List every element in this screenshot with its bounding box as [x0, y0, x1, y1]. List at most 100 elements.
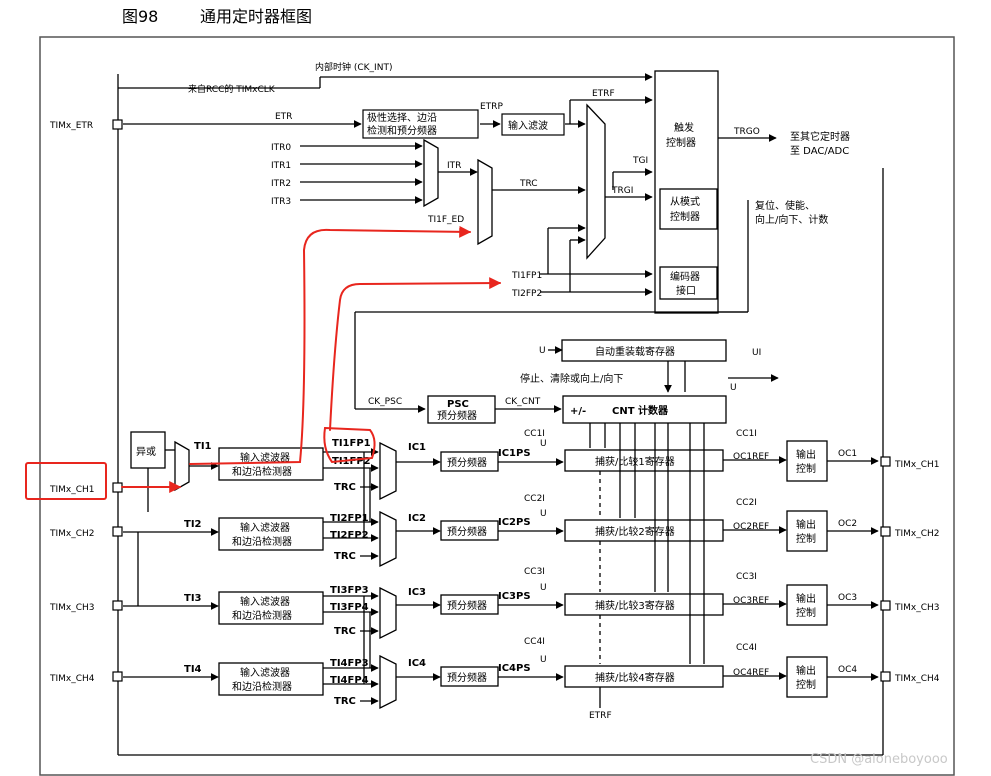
- ti1fp1-top-signal: TI1FP1: [511, 271, 542, 281]
- arr-register-label: 自动重装载寄存器: [595, 345, 675, 358]
- figure-number: 图98: [122, 7, 158, 26]
- ch1-highlight-box: [25, 462, 107, 500]
- oc1-signal: OC1: [838, 449, 857, 459]
- ti4fp4-signal: TI4FP4: [330, 675, 369, 686]
- ch1-in-pin: [112, 482, 123, 493]
- ch1-prescaler-label: 预分频器: [447, 456, 487, 469]
- ti2fp1-signal: TI2FP1: [330, 513, 369, 524]
- input-filter-label: 输入滤波: [508, 119, 548, 132]
- itr3-signal: ITR3: [271, 197, 291, 207]
- ch2-prescaler-label: 预分频器: [447, 525, 487, 538]
- trc3-signal: TRC: [334, 626, 356, 637]
- xor-label: 异或: [136, 446, 156, 458]
- ti3-signal: TI3: [184, 593, 202, 604]
- ti1fp1-highlight: [323, 426, 376, 464]
- encoder-line2: 接口: [676, 284, 696, 297]
- cc4i-out-signal: CC4I: [736, 643, 757, 653]
- etrf-bottom-signal: ETRF: [589, 711, 612, 721]
- cc2i-out-signal: CC2I: [736, 498, 757, 508]
- ic3ps-signal: IC3PS: [498, 591, 531, 602]
- ch1-u-signal: U: [540, 439, 547, 449]
- oc1ref-signal: OC1REF: [733, 452, 769, 462]
- trc4-signal: TRC: [334, 696, 356, 707]
- cc2i-signal: CC2I: [524, 494, 545, 504]
- ch2-filter-line1: 输入滤波器: [240, 521, 290, 534]
- edge-detector-line1: 极性选择、边沿: [367, 111, 437, 124]
- ck-psc-signal: CK_PSC: [368, 397, 402, 407]
- ti1fp1-path: [329, 277, 502, 431]
- ti1-signal: TI1: [194, 441, 212, 452]
- ch4-u-signal: U: [540, 655, 547, 665]
- ch2-in-label: TIMx_CH2: [49, 529, 95, 539]
- ic4ps-signal: IC4PS: [498, 663, 531, 674]
- ch1-filter-line2: 和边沿检测器: [232, 465, 292, 478]
- ti2fp2-signal: TI2FP2: [330, 530, 369, 541]
- trigger-controller-line2: 控制器: [666, 136, 696, 149]
- ch1-out-label: TIMx_CH1: [894, 460, 940, 470]
- cc4-register-label: 捕获/比较4寄存器: [595, 671, 675, 684]
- itr2-signal: ITR2: [271, 179, 291, 189]
- etrf-signal: ETRF: [592, 89, 615, 99]
- ch4-in-pin: [112, 671, 123, 682]
- ic1-signal: IC1: [408, 442, 426, 453]
- ch1-out-pin: [880, 456, 891, 467]
- ti4fp3-signal: TI4FP3: [330, 658, 369, 669]
- ti1fp2-signal: TI1FP2: [332, 456, 371, 467]
- cc1-register-label: 捕获/比较1寄存器: [595, 455, 675, 468]
- trc2-signal: TRC: [334, 551, 356, 562]
- slave-modes-line2: 向上/向下、计数: [755, 213, 828, 226]
- ch3-u-signal: U: [540, 583, 547, 593]
- ch4-filter-line2: 和边沿检测器: [232, 680, 292, 693]
- itr-signal: ITR: [447, 161, 461, 171]
- oc2-signal: OC2: [838, 519, 857, 529]
- out-ctrl2-line1: 输出: [796, 518, 816, 531]
- counter-control-note: 停止、清除或向上/向下: [520, 372, 623, 385]
- ch2-u-signal: U: [540, 509, 547, 519]
- out-ctrl1-line2: 控制: [796, 462, 816, 475]
- itr1-signal: ITR1: [271, 161, 291, 171]
- oc3ref-signal: OC3REF: [733, 596, 769, 606]
- figure-title: 通用定时器框图: [200, 7, 312, 26]
- red-annotation: [25, 225, 502, 500]
- cc2-register-label: 捕获/比较2寄存器: [595, 525, 675, 538]
- cnt-updown-label: +/-: [570, 406, 586, 417]
- ch2-in-pin: [112, 526, 123, 537]
- ch2-filter-line2: 和边沿检测器: [232, 535, 292, 548]
- arr-u-signal: U: [539, 346, 546, 356]
- ti3fp3-signal: TI3FP3: [330, 585, 369, 596]
- cnt-counter-label: CNT 计数器: [612, 404, 669, 417]
- ch4-in-label: TIMx_CH4: [49, 674, 95, 684]
- ch2-out-pin: [880, 526, 891, 537]
- out-ctrl3-line1: 输出: [796, 592, 816, 605]
- ch3-filter-line1: 输入滤波器: [240, 595, 290, 608]
- ic1ps-signal: IC1PS: [498, 448, 531, 459]
- ic2-signal: IC2: [408, 513, 426, 524]
- out-ctrl1-line1: 输出: [796, 448, 816, 461]
- ch1-in-label: TIMx_CH1: [49, 485, 95, 495]
- ui-u-signal: U: [730, 383, 737, 393]
- ch3-in-label: TIMx_CH3: [49, 603, 95, 613]
- etr-pin-label: TIMx_ETR: [49, 121, 93, 131]
- ck-cnt-signal: CK_CNT: [505, 397, 541, 407]
- cc3i-out-signal: CC3I: [736, 572, 757, 582]
- out-ctrl3-line2: 控制: [796, 606, 816, 619]
- trigger-controller-line1: 触发: [674, 121, 694, 134]
- cc3-register-label: 捕获/比较3寄存器: [595, 599, 675, 612]
- ti1f-ed-path: [189, 225, 472, 465]
- ti1f-ed-signal: TI1F_ED: [427, 215, 464, 225]
- cc1i-signal: CC1I: [524, 429, 545, 439]
- ic3-signal: IC3: [408, 587, 426, 598]
- trgo-signal: TRGO: [733, 127, 760, 137]
- trgo-destination-line2: 至 DAC/ADC: [790, 145, 849, 157]
- etr-signal: ETR: [275, 112, 292, 122]
- cc3i-signal: CC3I: [524, 567, 545, 577]
- ti3fp4-signal: TI3FP4: [330, 602, 369, 613]
- ch3-prescaler-label: 预分频器: [447, 599, 487, 612]
- ti2-signal: TI2: [184, 519, 202, 530]
- ti4-signal: TI4: [184, 664, 202, 675]
- trgi-signal: TRGI: [611, 186, 633, 196]
- out-ctrl4-line2: 控制: [796, 678, 816, 691]
- oc4ref-signal: OC4REF: [733, 668, 769, 678]
- cc1i-out-signal: CC1I: [736, 429, 757, 439]
